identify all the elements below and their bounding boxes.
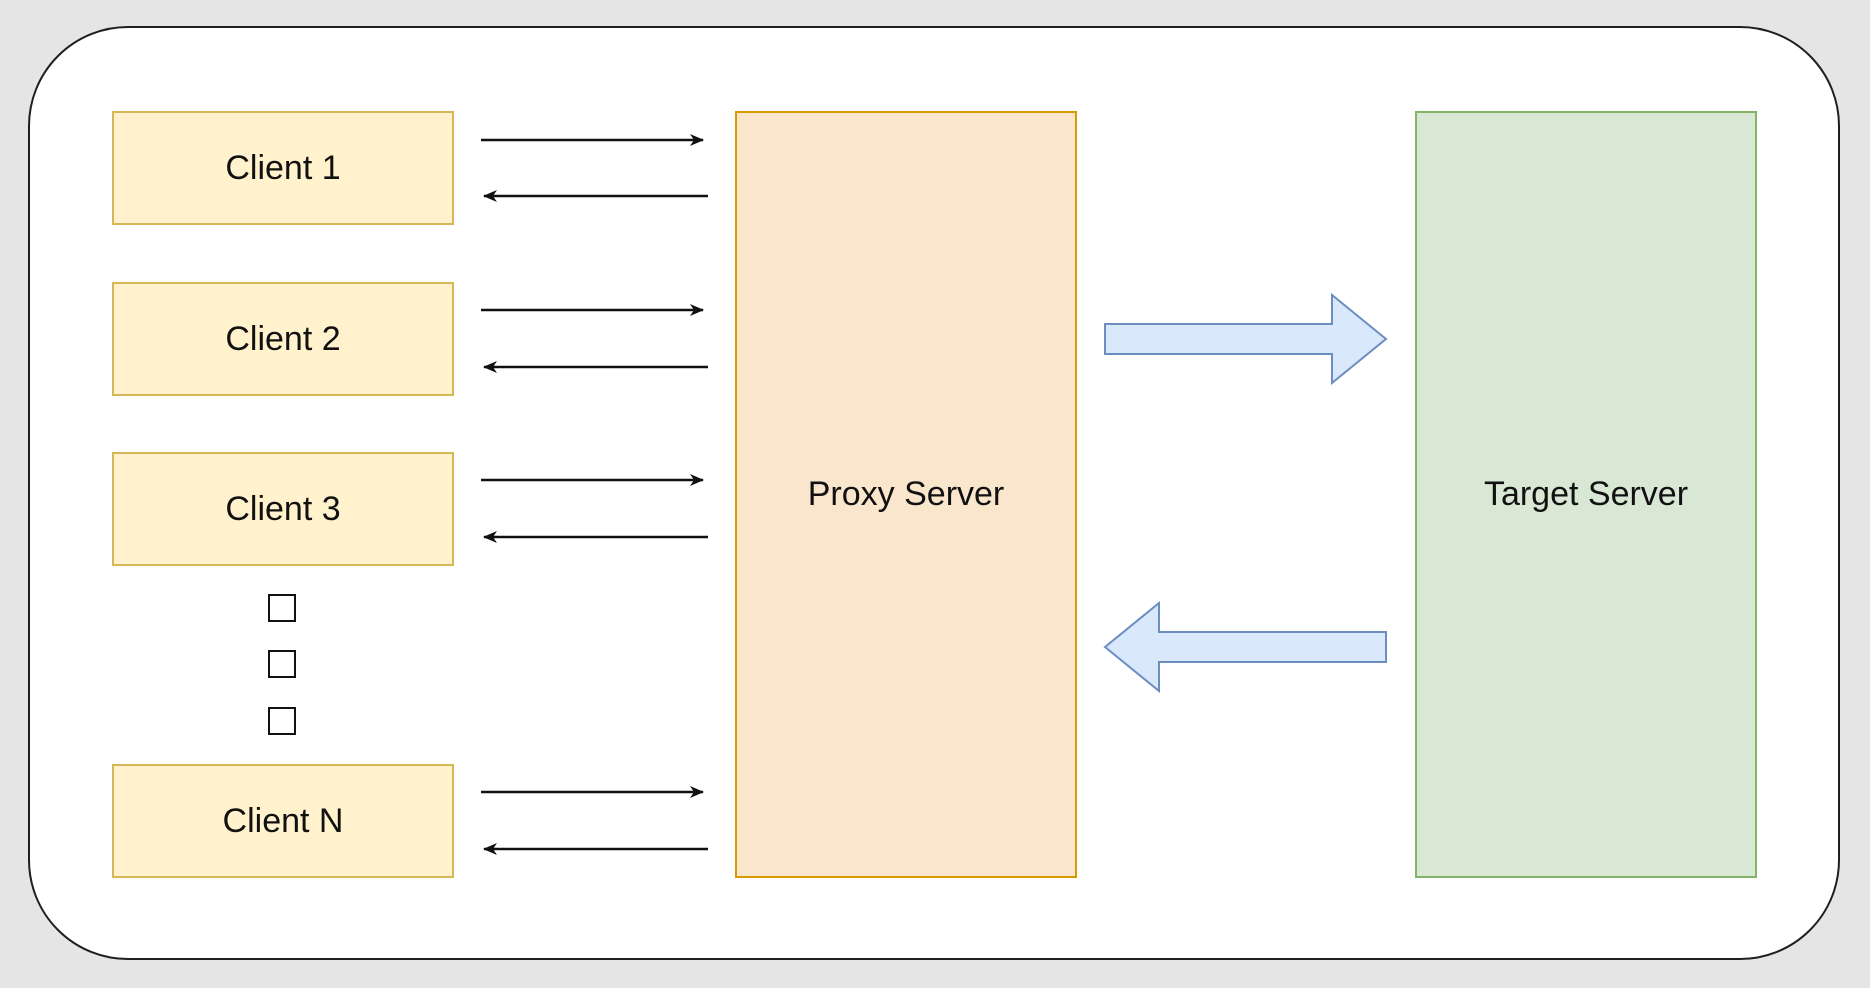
client-3-box[interactable]: Client 3 bbox=[112, 452, 454, 566]
ellipsis-square-2 bbox=[268, 650, 296, 678]
ellipsis-square-3 bbox=[268, 707, 296, 735]
client-n-box[interactable]: Client N bbox=[112, 764, 454, 878]
client-3-label: Client 3 bbox=[225, 489, 341, 528]
client-1-label: Client 1 bbox=[225, 148, 341, 187]
proxy-server-box[interactable]: Proxy Server bbox=[735, 111, 1077, 878]
ellipsis-square-1 bbox=[268, 594, 296, 622]
target-server-box[interactable]: Target Server bbox=[1415, 111, 1757, 878]
proxy-server-label: Proxy Server bbox=[807, 475, 1005, 513]
client-2-label: Client 2 bbox=[225, 319, 341, 358]
client-n-label: Client N bbox=[222, 801, 344, 840]
client-1-box[interactable]: Client 1 bbox=[112, 111, 454, 225]
client-2-box[interactable]: Client 2 bbox=[112, 282, 454, 396]
target-server-label: Target Server bbox=[1483, 475, 1689, 513]
